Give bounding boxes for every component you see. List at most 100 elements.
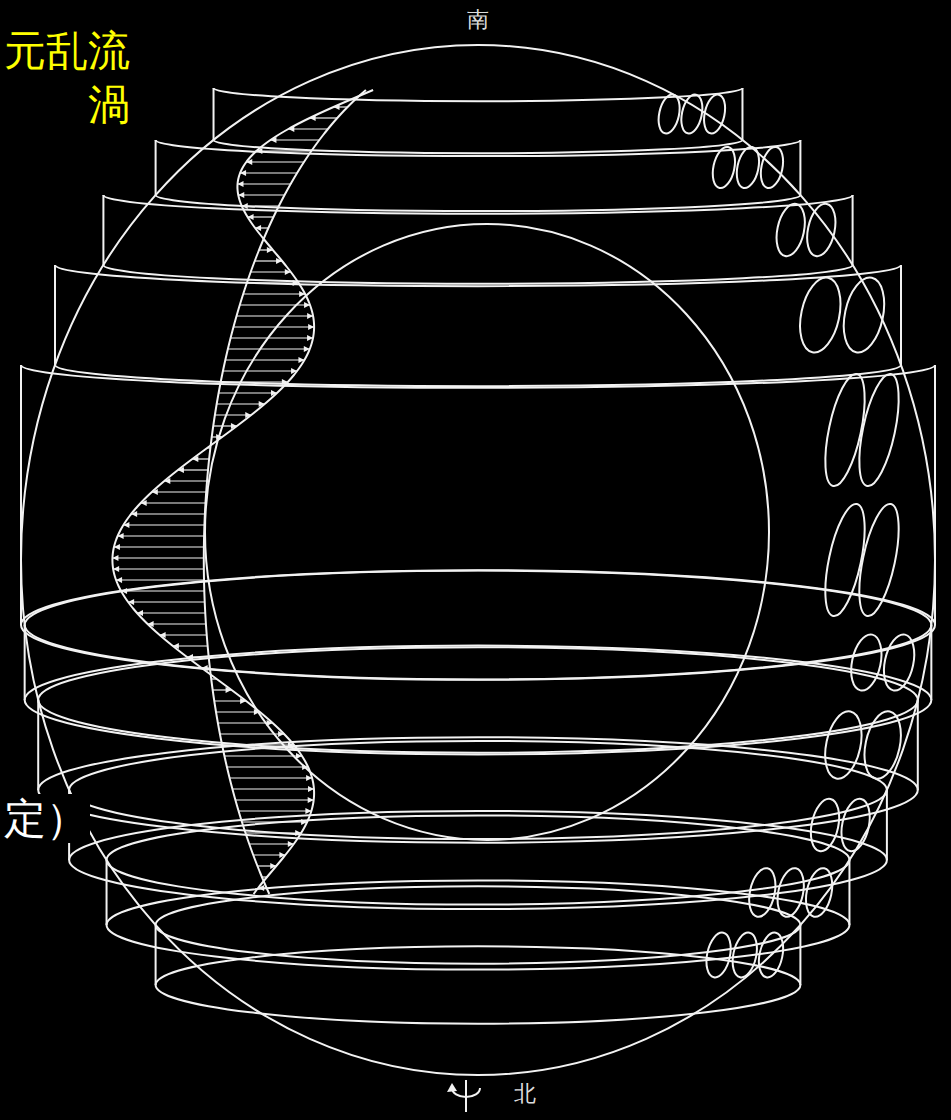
rotation-symbol: [447, 1080, 480, 1112]
velocity-arrow: [218, 720, 273, 726]
pole-label: 北: [512, 1081, 538, 1106]
velocity-arrow: [358, 95, 360, 97]
pole-label: 南: [465, 7, 491, 32]
velocity-profile: [112, 90, 373, 894]
vortex-ellipse: [678, 93, 706, 136]
velocity-arrow: [245, 830, 301, 836]
band-wall: [24, 625, 26, 700]
velocity-arrow: [247, 280, 299, 286]
velocity-arrow: [249, 841, 294, 847]
velocity-arrow: [212, 434, 222, 440]
velocity-arrow: [207, 447, 210, 449]
sphere-outline: [21, 45, 935, 1075]
velocity-arrow: [243, 291, 305, 297]
band-edge: [103, 195, 852, 214]
band-wall: [102, 195, 104, 265]
vortex-ellipse: [772, 201, 809, 259]
label-slot: 渦: [86, 82, 132, 128]
band-edge: [214, 140, 743, 153]
vortex-ellipse: [859, 708, 907, 782]
velocity-arrow: [225, 357, 304, 363]
vortex-ellipse: [817, 371, 872, 490]
vortex-ellipse: [802, 866, 836, 919]
vortex-ellipse: [803, 201, 840, 259]
zonal-band: [156, 140, 801, 211]
band-edge: [69, 811, 887, 909]
vortex-ellipse: [655, 93, 683, 136]
zonal-band: [55, 265, 901, 386]
velocity-arrow: [240, 302, 310, 308]
velocity-arrow: [114, 544, 204, 550]
band-wall: [799, 140, 801, 195]
vortex-ellipse: [851, 501, 906, 620]
vortex-ellipse: [703, 930, 735, 979]
velocity-arrow: [253, 852, 285, 858]
band-wall: [799, 925, 801, 985]
velocity-arrow: [233, 324, 314, 330]
velocity-arrow: [141, 500, 206, 506]
zonal-band: [156, 886, 801, 1023]
velocity-arrow: [192, 456, 209, 462]
velocity-arrow: [213, 423, 237, 429]
band-wall: [54, 265, 56, 365]
velocity-arrow: [223, 368, 297, 374]
vortex-ellipse: [755, 930, 787, 979]
vortex-ellipse: [794, 274, 847, 356]
vortex-ellipse: [701, 93, 729, 136]
zonal-band: [69, 741, 887, 909]
velocity-arrow: [258, 885, 266, 891]
title-fragment: 渦: [86, 80, 132, 129]
velocity-arrow: [116, 577, 204, 583]
velocity-arrow: [121, 588, 204, 594]
band-edge: [55, 265, 901, 286]
velocity-arrow: [220, 731, 284, 737]
band-edge: [156, 195, 801, 211]
vortex-ellipse: [851, 371, 906, 490]
velocity-arrow: [237, 313, 314, 319]
velocity-arrow: [148, 621, 206, 627]
label-slot: 北: [512, 1082, 538, 1106]
velocity-arrow: [213, 687, 232, 693]
band-wall: [852, 195, 854, 265]
velocity-arrow: [235, 797, 313, 803]
vortex-ellipse: [846, 632, 886, 694]
band-edge: [21, 365, 935, 388]
band-wall: [20, 365, 22, 625]
meridian-baseline: [204, 90, 366, 894]
velocity-arrow: [224, 753, 302, 759]
velocity-arrow: [256, 148, 311, 154]
vortex-ellipse: [709, 145, 738, 190]
vortex-ellipse: [733, 145, 762, 190]
vortex-ellipse: [879, 632, 919, 694]
band-wall: [917, 700, 919, 790]
velocity-arrow: [202, 665, 210, 671]
velocity-arrow: [230, 775, 313, 781]
velocity-arrow: [238, 192, 284, 198]
velocity-arrow: [187, 654, 209, 660]
velocity-arrow: [164, 478, 207, 484]
velocity-arrow: [215, 412, 251, 418]
velocity-arrow: [251, 269, 291, 275]
vortex-ellipse: [820, 708, 868, 782]
band-wall: [741, 88, 743, 140]
velocity-arrow: [113, 566, 204, 572]
velocity-arrow: [310, 115, 338, 121]
velocity-arrow: [160, 632, 207, 638]
velocity-arrow: [255, 258, 282, 264]
velocity-arrow: [216, 709, 260, 715]
velocity-arrow: [131, 511, 205, 517]
velocity-arrow: [257, 863, 276, 869]
label-slot: 南: [465, 8, 491, 32]
band-wall: [886, 790, 888, 860]
velocity-arrow: [231, 335, 313, 341]
vortex-ellipse: [837, 274, 890, 356]
band-wall: [213, 88, 215, 140]
velocity-arrow: [242, 203, 279, 209]
velocity-arrow: [246, 159, 304, 165]
band-edge: [156, 886, 801, 963]
velocity-arrow: [222, 742, 294, 748]
band-wall: [106, 860, 108, 925]
velocity-arrow: [248, 214, 274, 220]
